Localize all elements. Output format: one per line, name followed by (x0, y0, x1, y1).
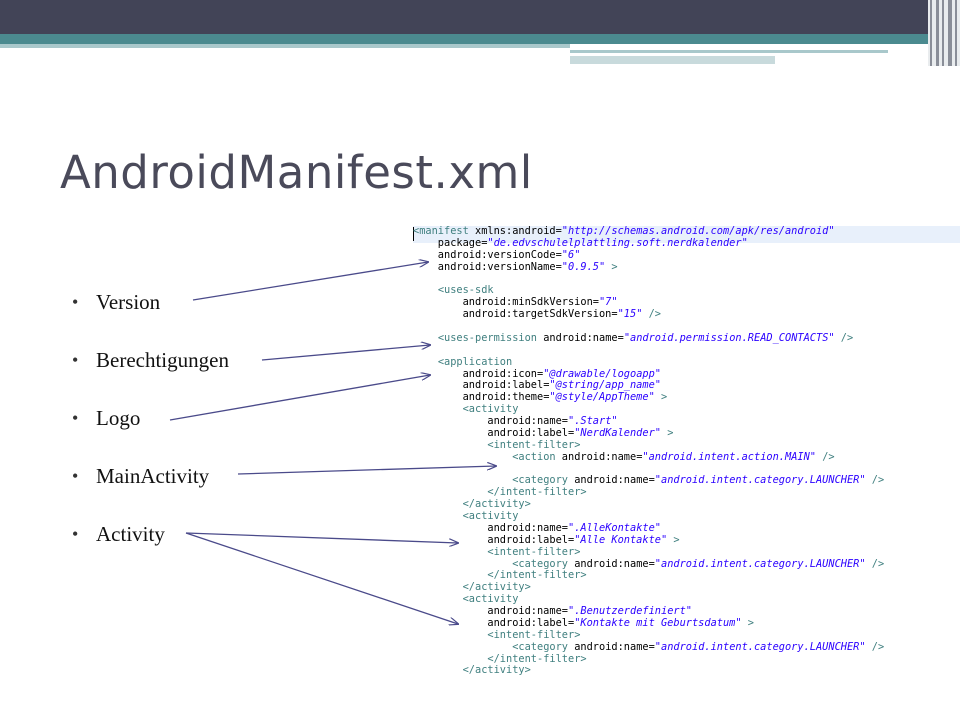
code-line: </intent-filter> (487, 652, 587, 665)
code-line: <activity (462, 403, 519, 416)
code-line: android:theme="@style/AppTheme" > (413, 391, 668, 404)
bullet-list: Version Berechtigungen Logo MainActivity… (72, 288, 229, 578)
code-line: android:minSdkVersion="7" (413, 296, 618, 309)
bullet-mainactivity: MainActivity (72, 462, 229, 520)
current-line-highlight (413, 226, 960, 243)
code-line: <uses-sdk (437, 284, 494, 297)
text-cursor (413, 227, 414, 241)
code-line: android:label="Alle Kontakte" > (413, 533, 680, 546)
code-line: <application (437, 355, 513, 368)
code-line: </intent-filter> (487, 486, 587, 499)
code-line: <intent-filter> (487, 628, 581, 641)
light-band-short (570, 50, 888, 53)
bullet-berechtigungen: Berechtigungen (72, 346, 229, 404)
code-line: android:versionCode="6" (413, 248, 581, 261)
code-line: <category android:name="android.intent.c… (512, 474, 885, 487)
code-line: android:icon="@drawable/logoapp" (413, 367, 661, 380)
light-band (0, 44, 570, 48)
code-screenshot: <manifest xmlns:android="http://schemas.… (413, 223, 960, 695)
code-line: android:targetSdkVersion="15" /> (413, 308, 662, 321)
code-line: <activity (462, 593, 519, 606)
slide-title: AndroidManifest.xml (60, 146, 533, 199)
code-line: package="de.edvschulelplattling.soft.ner… (413, 236, 748, 249)
code-line: android:name=".Start" (413, 415, 618, 427)
code-line: android:label="Kontakte mit Geburtsdatum… (413, 616, 754, 629)
code-line: </activity> (462, 498, 531, 511)
code-line: </intent-filter> (487, 569, 587, 582)
bullet-logo: Logo (72, 404, 229, 462)
code-line: </activity> (462, 664, 531, 677)
code-line: android:label="@string/app_name" (413, 379, 661, 392)
arrow-berechtigungen (261, 345, 430, 361)
code-line: android:name=".Benutzerdefiniert" (413, 605, 692, 617)
code-line: <category android:name="android.intent.c… (512, 640, 885, 653)
bullet-activity: Activity (72, 520, 229, 578)
code-line: </activity> (462, 581, 531, 594)
code-line: android:label="NerdKalender" > (413, 426, 674, 439)
corner-stripes (928, 0, 960, 66)
code-line: <intent-filter> (487, 438, 581, 451)
code-line: android:name=".AlleKontakte" (413, 521, 661, 534)
teal-band (0, 34, 930, 44)
bullet-version: Version (72, 288, 229, 346)
pale-band (570, 56, 775, 64)
code-line: <manifest xmlns:android="http://schemas.… (413, 225, 835, 237)
code-line: android:versionName="0.9.5" > (413, 260, 618, 273)
code-line: <intent-filter> (487, 545, 581, 558)
code-line: <action android:name="android.intent.act… (512, 450, 835, 463)
manifest-code: <manifest xmlns:android="http://schemas.… (413, 225, 885, 677)
top-dark-bar (0, 0, 960, 34)
code-line: <uses-permission android:name="android.p… (437, 331, 854, 344)
code-line: <activity (462, 510, 519, 522)
code-line: <category android:name="android.intent.c… (512, 557, 885, 570)
